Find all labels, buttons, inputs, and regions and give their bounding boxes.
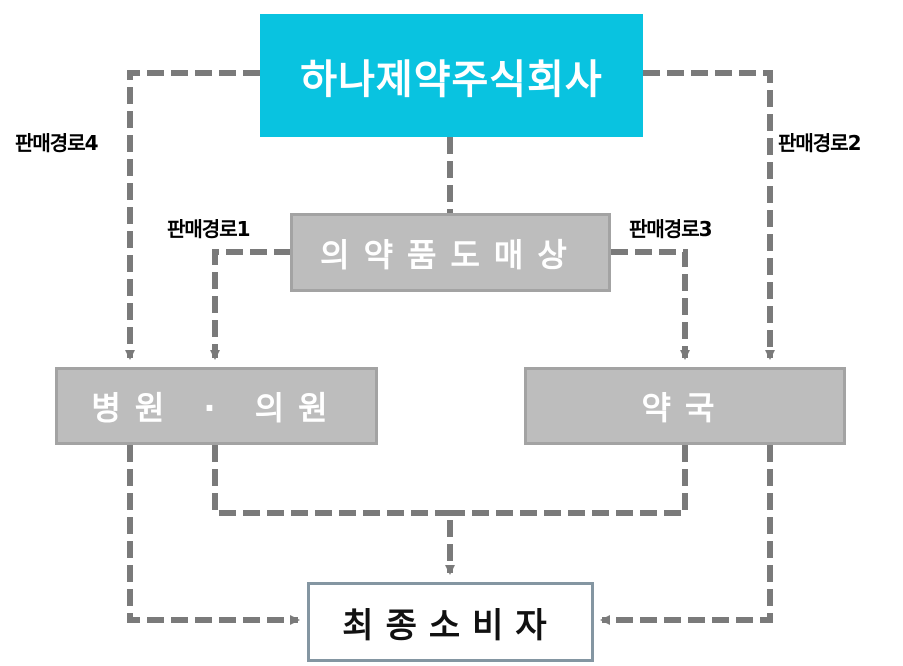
route2-label: 판매경로2 [778,131,862,155]
edge-route2 [643,70,775,360]
route3-label: 판매경로3 [629,217,713,241]
company-node: 하나제약주식회사 [260,14,643,137]
edge-merged-pharmacy [450,445,688,516]
company-label: 하나제약주식회사 [300,56,603,103]
wholesaler-label: 의약품도매상 [320,235,581,274]
edge-merged-hospital [212,445,450,516]
pharmacy-label: 약국 [641,389,729,427]
edge-hospital-consumer [127,445,300,625]
consumer-node: 최종소비자 [307,582,594,662]
hospital-node: 병원 · 의원 [55,367,378,445]
edge-route1 [210,249,291,360]
consumer-label: 최종소비자 [342,605,559,646]
route1-label: 판매경로1 [167,217,251,241]
wholesaler-node: 의약품도매상 [290,213,611,292]
route4-label: 판매경로4 [15,131,99,155]
edge-pharmacy-consumer [600,445,773,625]
pharmacy-node: 약국 [524,367,846,445]
hospital-label: 병원 · 의원 [91,389,342,427]
edge-route3 [611,249,690,360]
edge-route4 [125,70,260,360]
